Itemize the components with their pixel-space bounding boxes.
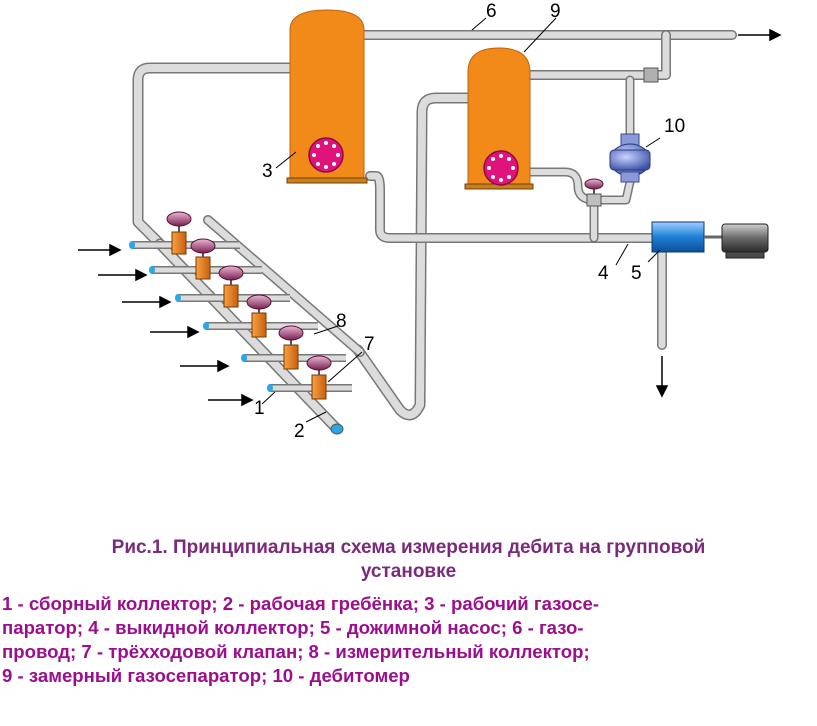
valve-handle-icon (306, 355, 332, 371)
three-way-valve (223, 284, 239, 308)
label-10: 10 (664, 116, 685, 137)
arrow-down-icon (655, 356, 669, 398)
caption-title-line-2: установке (360, 561, 457, 582)
valve-handle-icon (218, 265, 244, 281)
gas-regulator (643, 67, 659, 83)
label-9: 9 (550, 1, 561, 22)
well-inlet-1 (129, 211, 240, 255)
legend-line: 9 - замерный газосепаратор; 10 - дебитом… (2, 665, 410, 686)
label-7: 7 (364, 334, 375, 355)
label-2: 2 (294, 421, 305, 442)
arrow-right-icon (150, 325, 200, 339)
leader-lines (261, 17, 661, 423)
arrow-right-icon (122, 295, 172, 309)
meter-loop-valve (584, 178, 604, 207)
arrow-right-icon (78, 243, 122, 257)
caption-title-line-1: Рис.1. Принципиальная схема измерения де… (111, 537, 706, 558)
manifold (129, 211, 365, 435)
label-1: 1 (254, 398, 265, 419)
pipelines (132, 30, 737, 421)
valve-handle-icon (246, 294, 272, 310)
valve-handle-icon (278, 325, 304, 341)
valve-handle-icon (584, 178, 604, 190)
valve-handle-icon (190, 238, 216, 254)
valve-handle-icon (166, 211, 192, 227)
supply-loop-pipe (132, 62, 296, 250)
three-way-valve (195, 256, 211, 280)
working-gas-separator-3 (286, 9, 368, 184)
well-inlet-6 (267, 355, 352, 400)
three-way-valve (251, 312, 267, 338)
figure-legend: 1 - сборный коллектор; 2 - рабочая гребё… (2, 592, 817, 688)
arrow-right-icon (738, 28, 782, 42)
label-3: 3 (262, 161, 273, 182)
booster-pump-5 (651, 221, 722, 253)
schematic-diagram: 1 2 3 4 5 6 9 7 8 10 (78, 1, 782, 442)
label-4: 4 (598, 263, 609, 284)
well-inlet-3 (175, 265, 290, 308)
well-inlet-2 (149, 238, 262, 280)
arrow-right-icon (208, 393, 254, 407)
electric-motor-icon (721, 223, 769, 259)
label-6: 6 (486, 1, 497, 22)
three-way-valve (171, 231, 187, 255)
inlet-arrows (78, 243, 254, 407)
well-inlet-5 (241, 325, 346, 370)
gas-pipeline-6 (359, 30, 737, 80)
well-inlet-4 (203, 294, 318, 338)
figure-caption-title: Рис.1. Принципиальная схема измерения де… (0, 536, 817, 584)
outlet-collector-4 (365, 171, 657, 243)
legend-line: паратор; 4 - выкидной коллектор; 5 - дож… (2, 617, 584, 638)
arrow-right-icon (180, 359, 230, 373)
measuring-collector-line (352, 92, 475, 421)
measuring-gas-separator-9 (464, 47, 534, 190)
three-way-valve (283, 344, 299, 370)
legend-line: провод; 7 - трёхходовой клапан; 8 - изме… (2, 641, 590, 662)
arrow-right-icon (98, 268, 148, 282)
three-way-valve-7 (311, 374, 327, 400)
label-8: 8 (336, 311, 347, 332)
label-5: 5 (631, 263, 642, 284)
legend-line: 1 - сборный коллектор; 2 - рабочая гребё… (2, 593, 599, 614)
flow-meter-10 (609, 133, 651, 183)
